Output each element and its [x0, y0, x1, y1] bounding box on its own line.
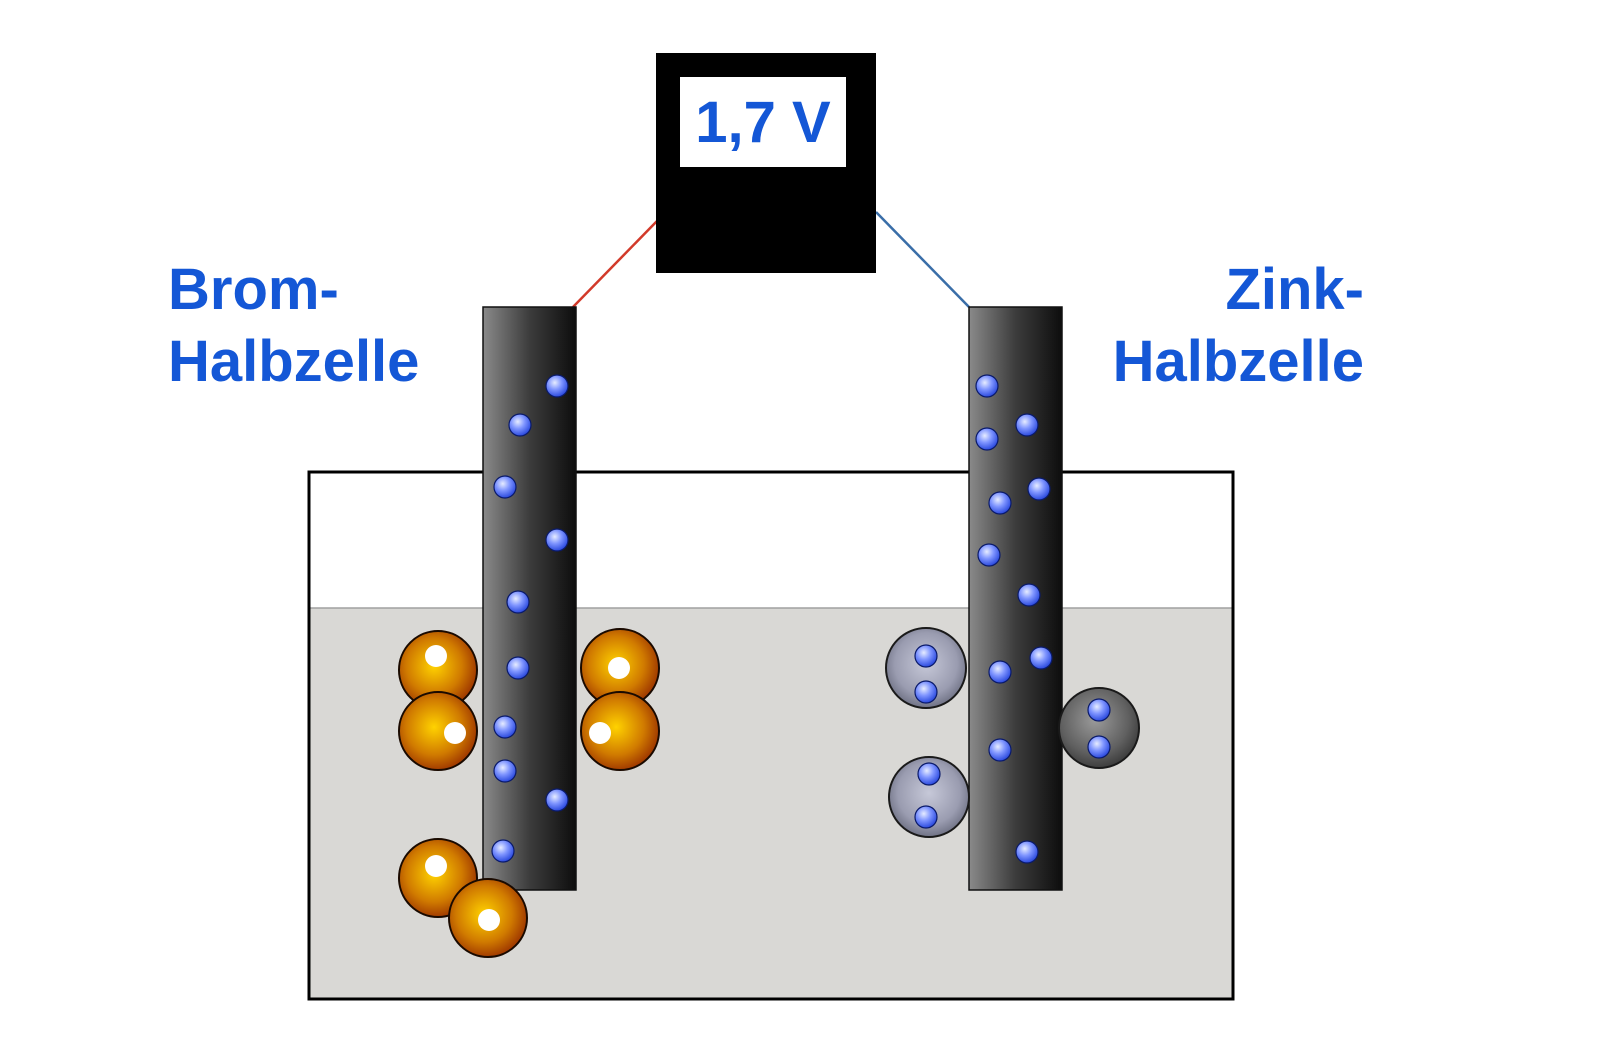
zinc-ion-1 — [885, 627, 967, 709]
electron — [545, 788, 569, 812]
electron — [545, 374, 569, 398]
electron — [545, 528, 569, 552]
bromine-molecule-2 — [580, 628, 660, 771]
wire-right — [875, 211, 970, 308]
label-bromine-half-cell: Brom- Halbzelle — [168, 254, 419, 398]
voltage-reading: 1,7 V — [695, 89, 831, 155]
label-line-2: Halbzelle — [1112, 329, 1364, 394]
electron — [1015, 413, 1039, 437]
bromine-molecule-1 — [398, 630, 478, 771]
zinc-ion-3 — [1058, 687, 1140, 769]
electrons-right — [975, 374, 1053, 864]
electron — [914, 805, 938, 829]
bromine-atom-highlight — [425, 645, 447, 667]
zinc-ion — [885, 627, 967, 709]
bromine-atom-highlight — [478, 909, 500, 931]
electron — [506, 590, 530, 614]
bromine-atom-highlight — [589, 722, 611, 744]
electron — [1015, 840, 1039, 864]
label-zinc-half-cell: Zink- Halbzelle — [1113, 254, 1364, 398]
electron — [493, 715, 517, 739]
electron — [977, 543, 1001, 567]
electron — [914, 680, 938, 704]
electron — [1027, 477, 1051, 501]
zinc-ion-2 — [888, 756, 970, 838]
electron — [493, 759, 517, 783]
zinc-ion — [1058, 687, 1140, 769]
label-line-1: Zink- — [1225, 257, 1364, 322]
label-line-1: Brom- — [168, 257, 339, 322]
bromine-molecule-3-front — [448, 878, 528, 958]
zinc-ion — [888, 756, 970, 838]
bromine-atom-highlight — [444, 722, 466, 744]
electron — [975, 374, 999, 398]
electron — [1029, 646, 1053, 670]
wire-left — [572, 219, 659, 308]
electron — [914, 644, 938, 668]
electron — [506, 656, 530, 680]
electron — [917, 762, 941, 786]
electron — [1087, 735, 1111, 759]
bromine-atom — [398, 691, 478, 771]
electron — [1017, 583, 1041, 607]
electrode-right — [968, 306, 1063, 891]
electron — [493, 475, 517, 499]
voltmeter-display: 1,7 V — [680, 77, 846, 167]
electron — [988, 660, 1012, 684]
electron — [491, 839, 515, 863]
bromine-atom-highlight — [425, 855, 447, 877]
electron — [975, 427, 999, 451]
electrons-left — [491, 374, 569, 863]
electron — [988, 738, 1012, 762]
electron — [1087, 698, 1111, 722]
beaker — [307, 470, 1235, 1001]
bromine-atom-highlight — [608, 657, 630, 679]
electron — [988, 491, 1012, 515]
electron — [508, 413, 532, 437]
zinc-ions — [885, 627, 1140, 838]
label-line-2: Halbzelle — [168, 329, 420, 394]
bromine-atom — [580, 691, 660, 771]
